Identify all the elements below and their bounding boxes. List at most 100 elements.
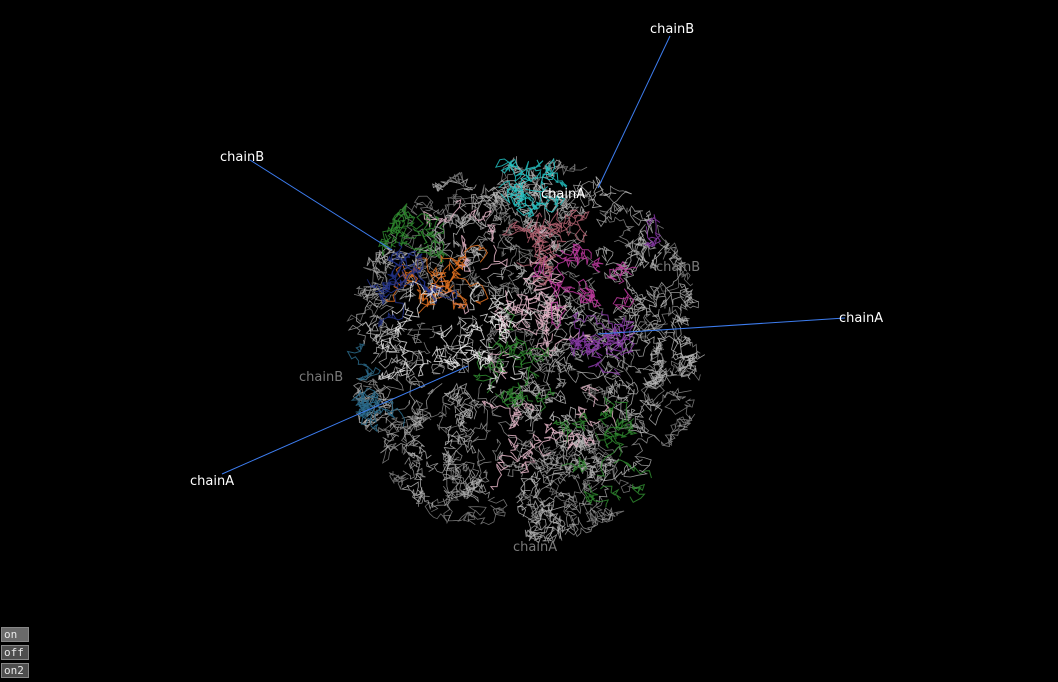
backbone-trace	[519, 159, 544, 186]
backbone-trace	[378, 213, 404, 250]
backbone-trace	[563, 431, 580, 450]
backbone-trace	[520, 468, 546, 495]
backbone-trace	[600, 352, 625, 377]
backbone-trace	[495, 341, 518, 358]
backbone-trace	[601, 311, 627, 343]
backbone-trace	[514, 191, 535, 218]
backbone-trace	[554, 344, 579, 368]
backbone-trace	[505, 290, 531, 329]
backbone-trace	[566, 365, 630, 390]
backbone-trace	[573, 176, 617, 209]
backbone-trace	[660, 247, 688, 309]
backbone-trace	[375, 401, 406, 427]
on2-button[interactable]: on2	[1, 663, 29, 678]
backbone-trace	[544, 299, 560, 322]
backbone-trace	[548, 330, 594, 352]
backbone-trace	[648, 359, 677, 390]
backbone-trace	[616, 261, 633, 285]
backbone-trace	[443, 422, 488, 462]
backbone-trace	[395, 263, 421, 290]
backbone-trace	[548, 278, 576, 293]
backbone-trace	[521, 192, 558, 211]
backbone-trace	[602, 320, 636, 348]
backbone-trace	[671, 250, 694, 287]
backbone-trace	[489, 454, 519, 491]
backbone-trace	[540, 254, 557, 280]
backbone-trace	[430, 270, 455, 295]
backbone-trace	[556, 159, 588, 176]
backbone-trace	[613, 429, 638, 438]
backbone-trace	[447, 187, 480, 215]
backbone-trace	[452, 193, 518, 248]
backbone-trace	[608, 250, 647, 283]
backbone-trace	[560, 202, 588, 218]
backbone-trace	[498, 211, 521, 233]
backbone-trace	[606, 266, 638, 281]
backbone-trace	[481, 400, 514, 423]
backbone-trace	[390, 251, 424, 274]
backbone-trace	[423, 198, 462, 228]
backbone-trace	[401, 399, 432, 428]
backbone-trace	[540, 443, 564, 470]
backbone-trace	[541, 491, 574, 511]
backbone-trace	[461, 234, 469, 261]
backbone-trace	[406, 341, 431, 369]
backbone-trace	[541, 305, 564, 323]
backbone-trace	[473, 372, 494, 382]
backbone-trace	[371, 342, 402, 369]
backbone-trace	[614, 336, 629, 352]
backbone-trace	[595, 430, 619, 449]
backbone-trace	[664, 398, 696, 421]
backbone-trace	[670, 357, 701, 382]
backbone-trace	[450, 427, 477, 454]
backbone-trace	[523, 286, 554, 317]
backbone-trace	[486, 224, 496, 242]
backbone-trace	[390, 240, 431, 257]
backbone-trace	[395, 319, 408, 333]
chain-label: chainA	[839, 311, 883, 326]
chain-label: chainB	[299, 370, 343, 385]
backbone-trace	[481, 244, 508, 270]
backbone-trace	[602, 463, 641, 493]
off-button[interactable]: off	[1, 645, 29, 660]
backbone-trace	[402, 213, 430, 230]
backbone-trace	[425, 208, 460, 229]
backbone-trace	[458, 328, 473, 356]
backbone-trace	[425, 222, 445, 243]
backbone-trace	[416, 289, 437, 308]
backbone-trace	[544, 521, 563, 544]
backbone-trace	[591, 256, 604, 273]
backbone-trace	[393, 262, 418, 285]
backbone-trace	[595, 191, 632, 228]
backbone-trace	[565, 209, 585, 237]
backbone-trace	[375, 270, 399, 293]
backbone-trace	[380, 432, 421, 454]
backbone-trace	[670, 415, 693, 434]
backbone-trace	[444, 390, 470, 433]
backbone-trace	[546, 172, 568, 189]
backbone-trace	[550, 301, 566, 330]
chain-label: chainA	[190, 474, 234, 489]
backbone-trace	[426, 454, 456, 474]
backbone-trace	[557, 414, 596, 476]
backbone-trace	[595, 245, 622, 279]
backbone-trace	[403, 439, 432, 460]
backbone-trace	[502, 220, 541, 241]
backbone-trace	[471, 323, 493, 349]
backbone-trace	[396, 241, 417, 263]
backbone-trace	[483, 194, 505, 233]
backbone-trace	[629, 483, 646, 503]
backbone-trace	[507, 434, 519, 451]
on-button[interactable]: on	[1, 627, 29, 642]
backbone-trace	[584, 287, 599, 308]
backbone-trace	[569, 457, 596, 479]
backbone-trace	[347, 314, 395, 345]
backbone-trace	[497, 414, 532, 449]
backbone-trace	[522, 271, 564, 285]
backbone-trace	[443, 336, 470, 369]
backbone-trace	[581, 421, 617, 438]
backbone-trace	[571, 210, 590, 243]
backbone-trace	[623, 333, 667, 351]
backbone-trace	[527, 307, 550, 323]
